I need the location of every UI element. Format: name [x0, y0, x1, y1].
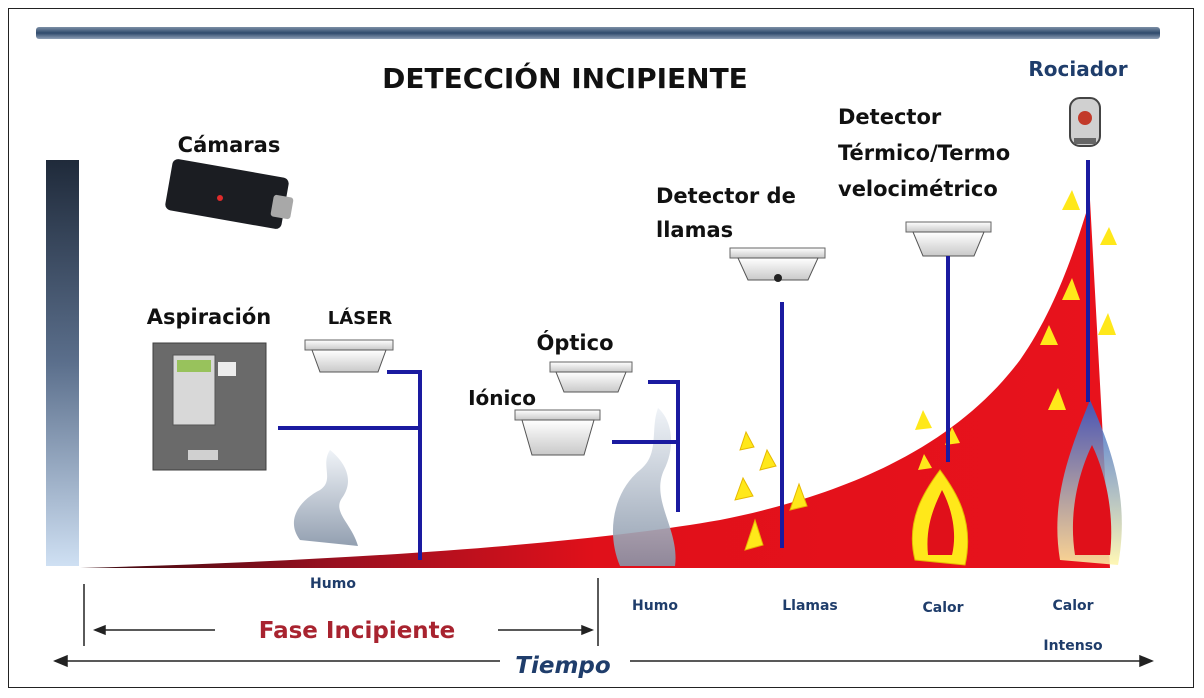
label-cameras: Cámaras — [178, 133, 281, 157]
label-flame-detector-line1: Detector de — [656, 184, 796, 208]
fire-growth-area — [80, 200, 1110, 568]
time-label: Tiempo — [515, 653, 610, 679]
label-thermal-detector-line1: Detector — [838, 105, 942, 129]
stage-smoke-1: Humo — [310, 576, 356, 592]
label-flame-detector-line2: llamas — [656, 218, 733, 242]
aspiration-panel — [152, 342, 267, 471]
label-laser: LÁSER — [328, 307, 393, 329]
stage-intense-heat-line2: Intenso — [1043, 638, 1103, 654]
smoke-plume-1 — [293, 450, 358, 546]
label-thermal-detector-line2: Térmico/Termo — [838, 141, 1010, 165]
label-sprinkler: Rociador — [1028, 57, 1127, 81]
flame-detector — [729, 247, 826, 282]
stage-heat: Calor — [922, 600, 963, 616]
ionic-detector — [514, 409, 601, 456]
laser-detector — [304, 339, 394, 373]
label-thermal-detector-line3: velocimétrico — [838, 177, 998, 201]
label-optical: Óptico — [537, 330, 614, 355]
label-aspiration: Aspiración — [147, 305, 272, 329]
intensity-bar — [46, 160, 79, 566]
stage-smoke-2: Humo — [632, 598, 678, 614]
flames-rociador — [1040, 190, 1122, 565]
flames-llamas — [734, 430, 808, 551]
thermal-detector — [905, 221, 992, 257]
smoke-plume-2 — [612, 408, 676, 566]
phase-label: Fase Incipiente — [259, 618, 456, 644]
top-banner-bar — [36, 27, 1160, 39]
optical-detector — [549, 361, 633, 393]
label-ionic: Iónico — [468, 386, 536, 410]
diagram-title: DETECCIÓN INCIPIENTE — [382, 61, 748, 95]
sprinkler-head — [1069, 97, 1101, 147]
stage-flames: Llamas — [782, 598, 838, 614]
stage-intense-heat-line1: Calor — [1052, 598, 1093, 614]
camera-device — [165, 159, 294, 229]
timeline — [53, 578, 1154, 668]
sampling-pipes — [278, 160, 1090, 560]
